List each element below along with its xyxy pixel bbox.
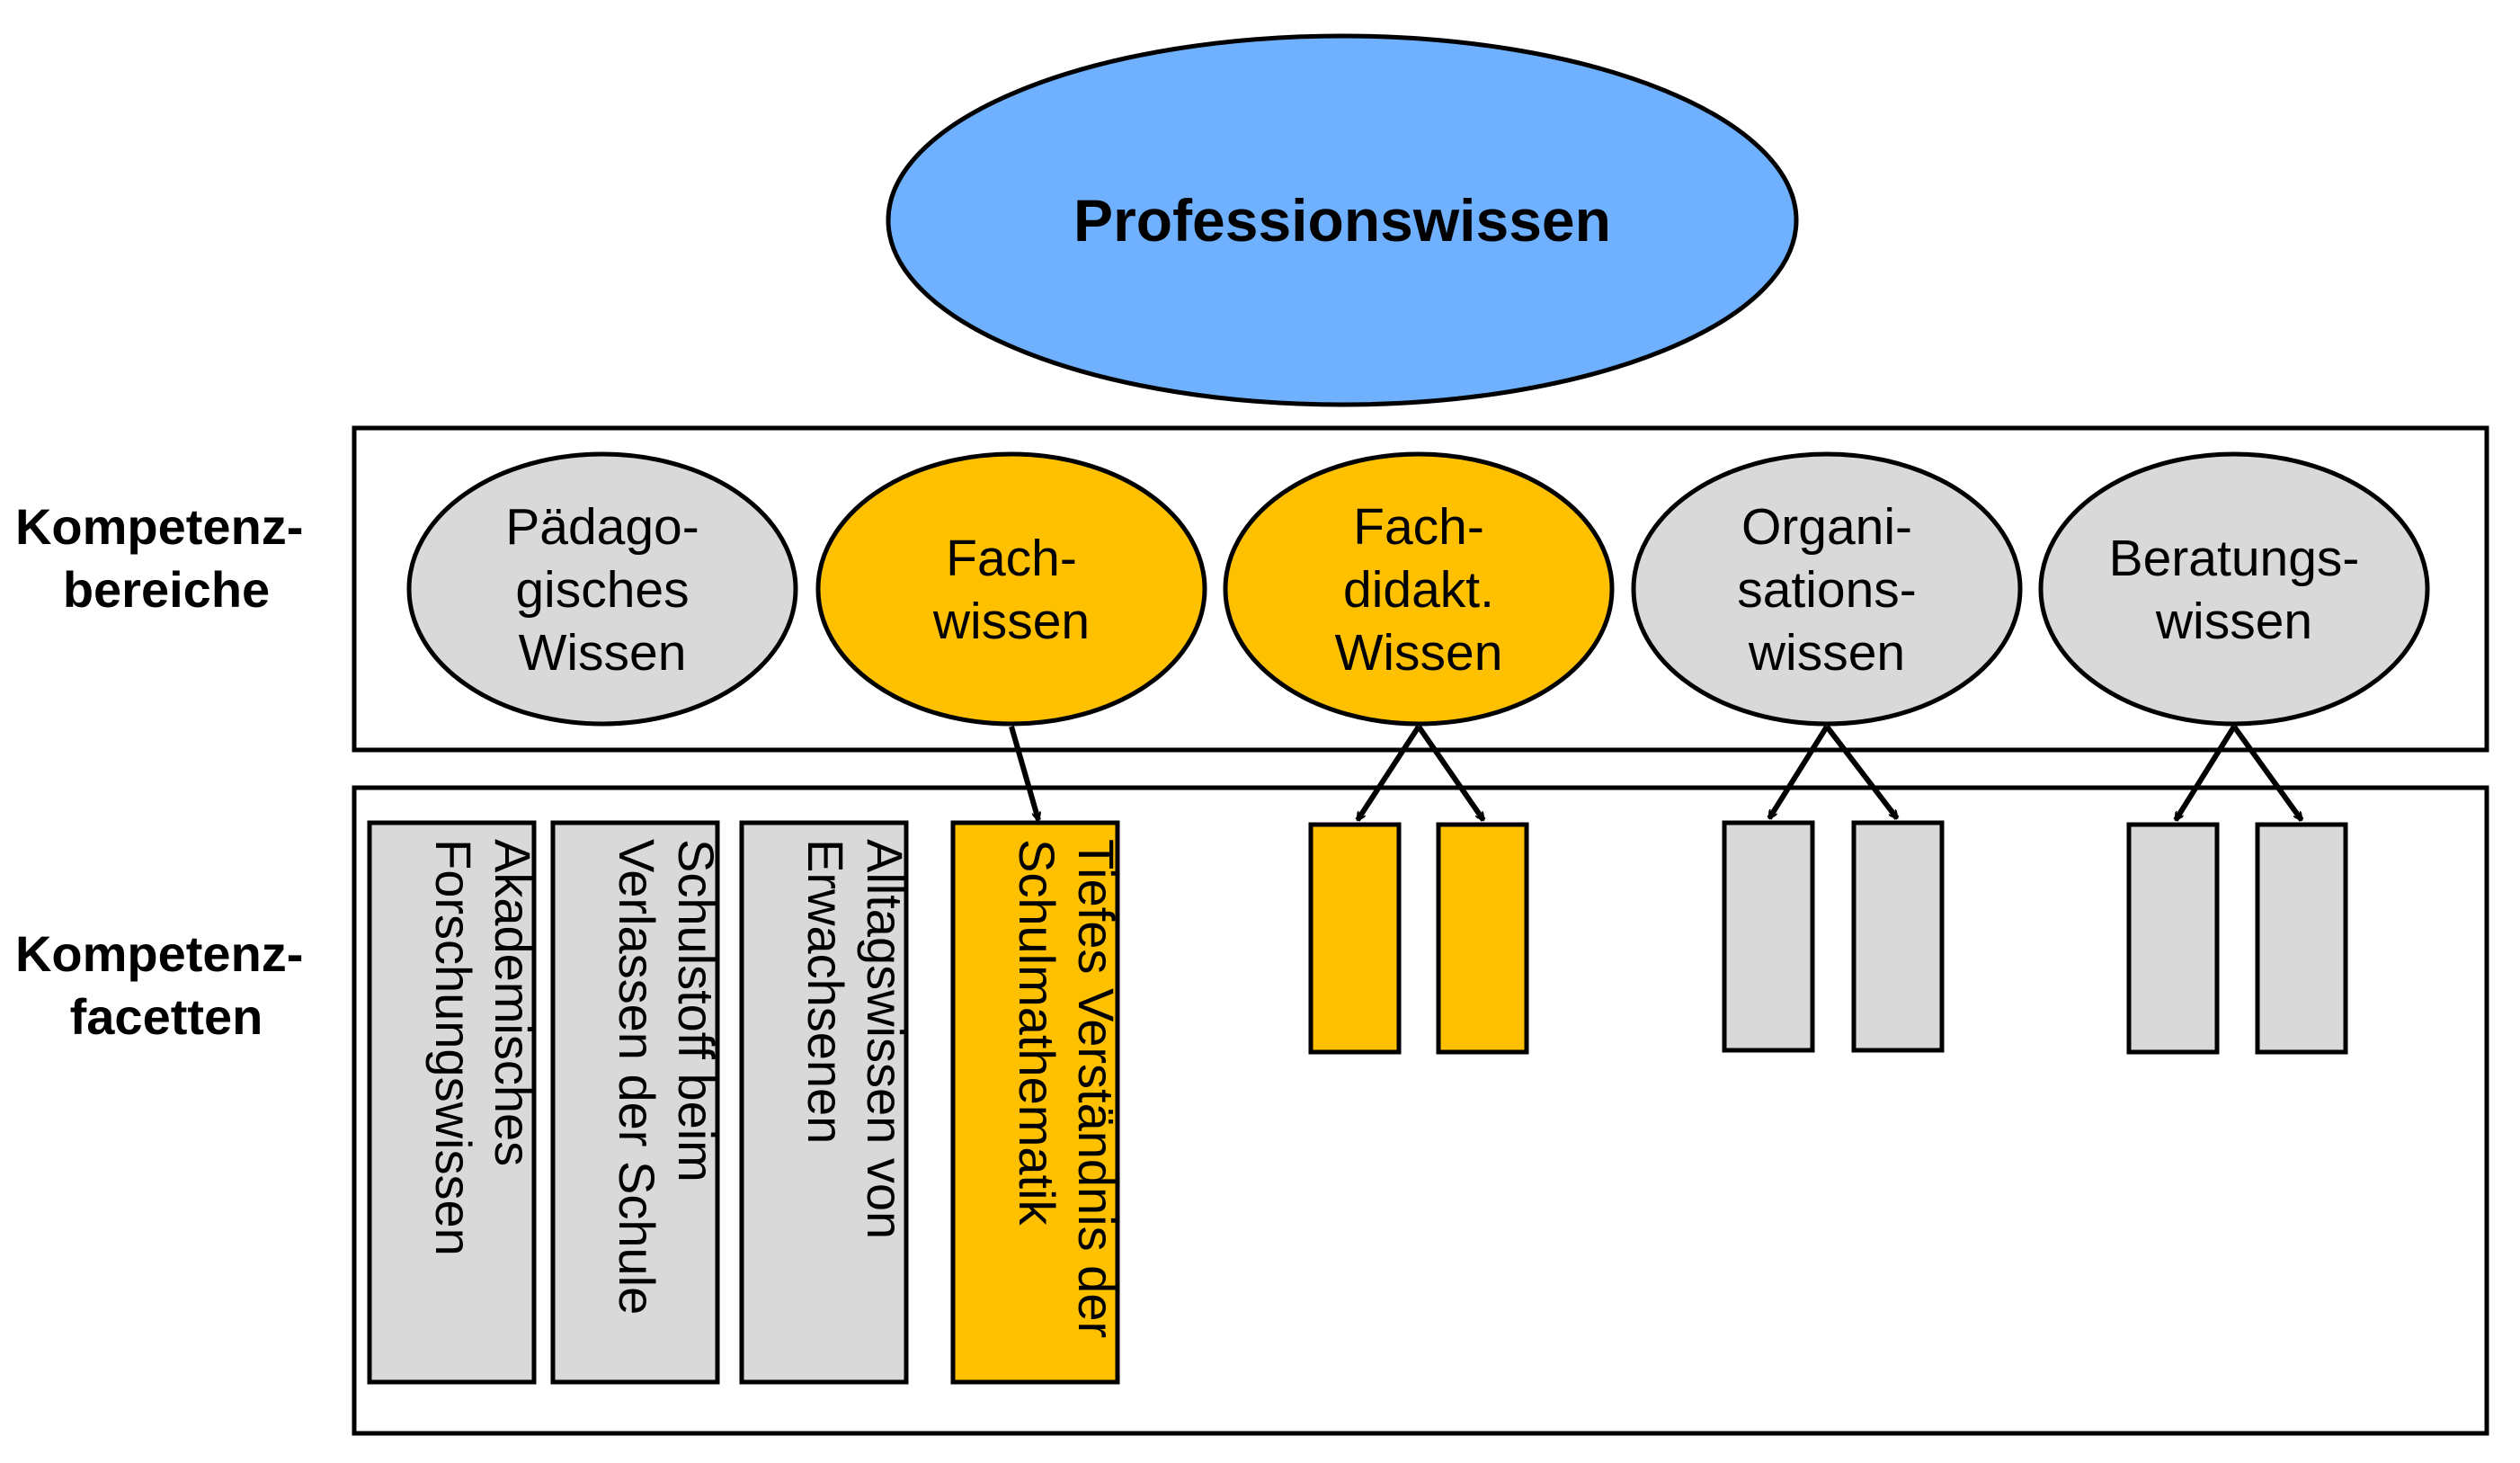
root-node-label: Professionswissen — [1073, 187, 1611, 254]
facette-label-line: Verlassen der Schule — [609, 839, 665, 1315]
facette-label-line: Akademisches — [485, 839, 541, 1166]
facette-label-line: Tiefes Verständnis der — [1068, 839, 1125, 1338]
facette-label-line: Alltagswissen von — [857, 839, 913, 1239]
facette-label-line: Forschungswissen — [425, 839, 482, 1256]
bereich-ellipse-paedagogisch — [406, 451, 798, 727]
bereich-ellipse-beratung — [2038, 451, 2430, 727]
bereich-ellipse-fachdidaktik — [1223, 451, 1615, 727]
bereich-label-beratung: Beratungs-wissen — [2109, 530, 2360, 650]
facette-label-line: Schulstoff beim — [668, 839, 725, 1182]
arrow-organisation-left — [1767, 725, 1830, 818]
kompetenzfacetten-label-line-1: Kompetenz- — [15, 925, 303, 982]
facette-box-beratung-facet-1 — [2126, 822, 2220, 1055]
facette-label-schulstoff: Schulstoff beimVerlassen der Schule — [609, 839, 725, 1315]
arrow-beratung-left — [2173, 725, 2237, 820]
bereich-label-line: wissen — [1748, 624, 1905, 682]
arrow-organisation-right — [1824, 725, 1900, 818]
bereich-label-line: wissen — [2155, 593, 2312, 650]
bereich-label-line: Pädago- — [505, 498, 699, 556]
bereich-label-line: Wissen — [1335, 624, 1503, 682]
kompetenzbereiche-label-line-1: Kompetenz- — [15, 498, 303, 555]
facette-label-tiefes: Tiefes Verständnis derSchulmathematik — [1009, 839, 1125, 1338]
bereich-label-line: Organi- — [1741, 498, 1912, 556]
arrow-fachdidaktik-right — [1416, 725, 1486, 820]
bereich-label-line: wissen — [932, 593, 1090, 650]
root-node-ellipse — [886, 33, 1799, 407]
facette-label-alltag: Alltagswissen vonErwachsenen — [797, 839, 913, 1239]
bereich-label-line: didakt. — [1343, 561, 1494, 619]
facette-box-akademisch — [367, 820, 537, 1385]
bereich-label-fach: Fach-wissen — [932, 530, 1090, 650]
facette-box-schulstoff — [550, 820, 720, 1385]
kompetenzfacetten-label-line-2: facetten — [70, 988, 263, 1045]
bereich-label-line: Fach- — [1353, 498, 1484, 556]
bereich-label-line: gisches — [515, 561, 689, 619]
facette-box-organisation-facet-1 — [1722, 820, 1815, 1053]
facette-box-tiefes — [950, 820, 1120, 1385]
facette-label-line: Schulmathematik — [1009, 839, 1065, 1227]
arrow-fachdidaktik-left — [1355, 725, 1421, 820]
facette-box-fachdidaktik-facet-2 — [1436, 822, 1529, 1055]
kompetenzfacetten-frame — [352, 785, 2489, 1436]
bereich-ellipse-fach — [815, 451, 1207, 727]
kompetenzfacetten-label: Kompetenz- facetten — [15, 925, 317, 1045]
connector-arrows — [1009, 725, 2304, 820]
facette-box-beratung-facet-2 — [2255, 822, 2348, 1055]
bereich-label-fachdidaktik: Fach-didakt.Wissen — [1335, 498, 1503, 682]
bereich-ellipse-organisation — [1631, 451, 2023, 727]
kompetenzbereiche-label: Kompetenz- bereiche — [15, 498, 317, 618]
facette-label-akademisch: AkademischesForschungswissen — [425, 839, 541, 1256]
bereich-label-line: Fach- — [946, 530, 1077, 587]
facette-box-fachdidaktik-facet-1 — [1308, 822, 1402, 1055]
facette-box-organisation-facet-2 — [1851, 820, 1945, 1053]
facette-box-alltag — [739, 820, 909, 1385]
facette-label-line: Erwachsenen — [797, 839, 854, 1144]
bereich-label-line: sations- — [1737, 561, 1917, 619]
bereich-label-organisation: Organi-sations-wissen — [1737, 498, 1917, 682]
arrow-fach — [1009, 726, 1038, 820]
bereich-label-line: Beratungs- — [2109, 530, 2360, 587]
bereich-label-line: Wissen — [519, 624, 687, 682]
arrow-beratung-right — [2231, 725, 2304, 820]
kompetenzbereiche-label-line-2: bereiche — [63, 561, 270, 618]
kompetenzbereiche-frame — [352, 425, 2489, 753]
kompetenzfacetten-group: AkademischesForschungswissen Schulstoff b… — [367, 820, 2348, 1385]
